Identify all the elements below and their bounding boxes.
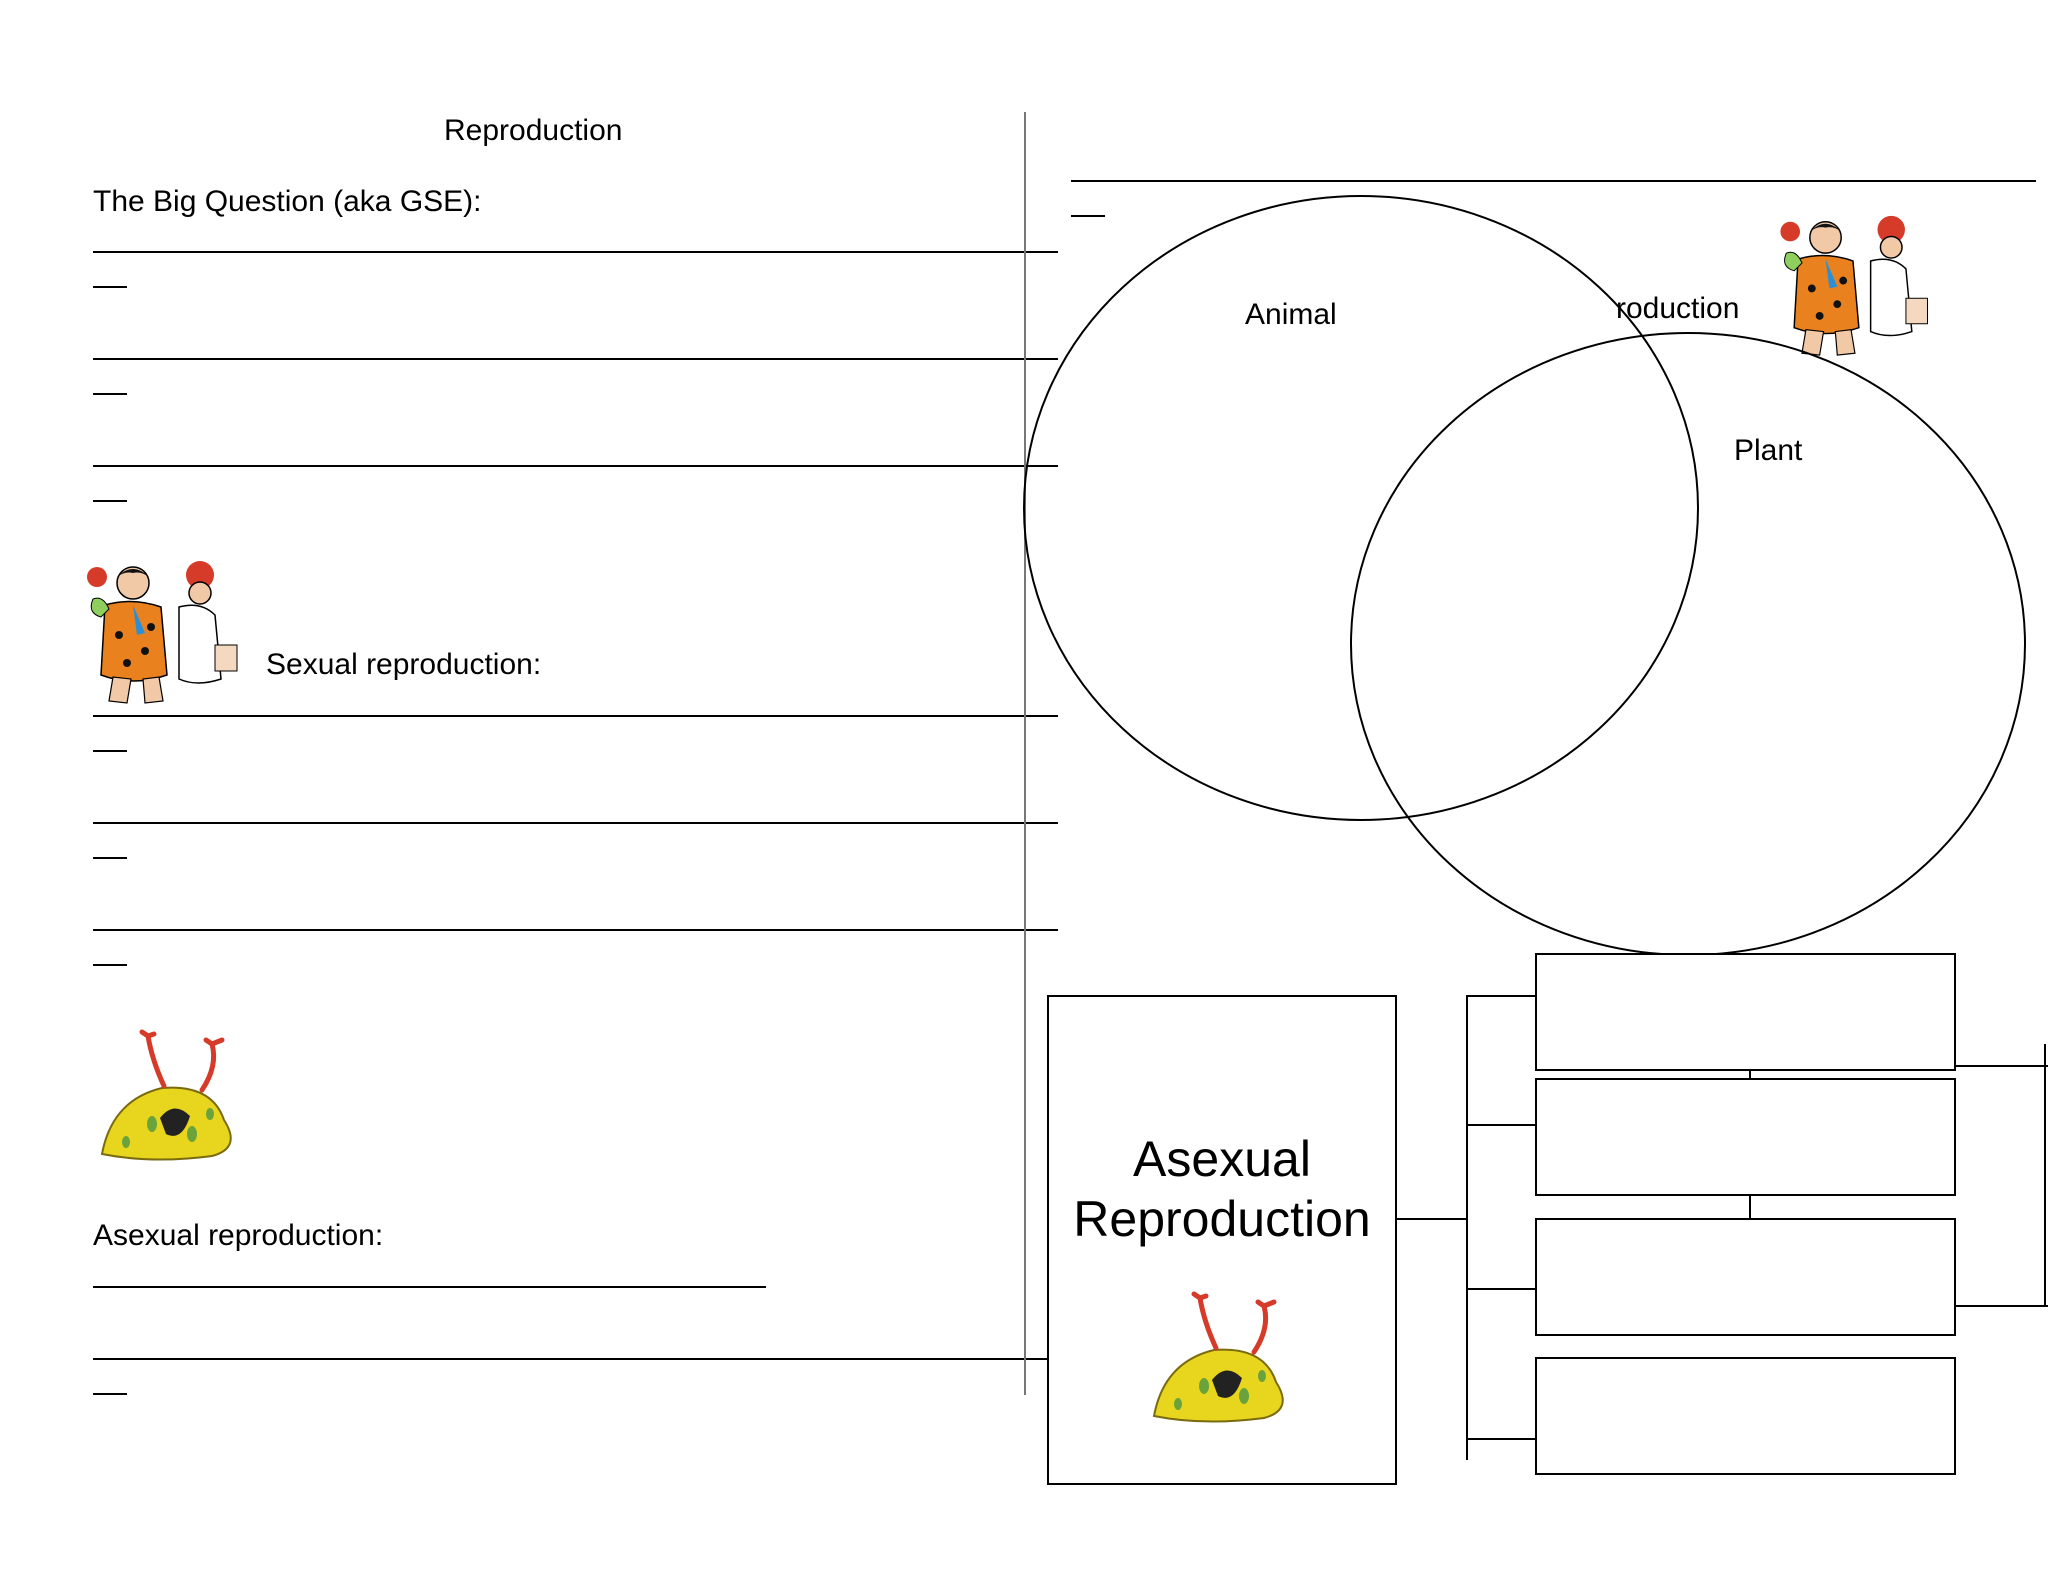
answer-line-end	[93, 857, 127, 859]
answer-line[interactable]	[93, 929, 1058, 931]
answer-line[interactable]	[1071, 180, 2036, 182]
answer-line-end	[93, 286, 127, 288]
asexual-box-title-line1: Asexual	[1133, 1131, 1311, 1187]
answer-line[interactable]	[93, 465, 1058, 467]
asexual-reproduction-label: Asexual reproduction:	[93, 1219, 384, 1252]
answer-line-end	[1071, 215, 1105, 217]
answer-line-end	[93, 750, 127, 752]
cartoon-creature-icon	[1144, 1291, 1304, 1427]
answer-line[interactable]	[93, 715, 1058, 717]
answer-line[interactable]	[93, 1358, 1058, 1360]
answer-line-end	[93, 500, 127, 502]
asexual-box-title: Asexual Reproduction	[1049, 1129, 1395, 1249]
cartoon-family-icon	[75, 555, 245, 710]
sexual-reproduction-label: Sexual reproduction:	[266, 648, 542, 681]
venn-label-animal: Animal	[1245, 298, 1337, 331]
asexual-reproduction-box: Asexual Reproduction	[1047, 995, 1397, 1485]
answer-line-end	[93, 1393, 127, 1395]
answer-line[interactable]	[93, 1286, 766, 1288]
cartoon-creature-icon	[92, 1029, 252, 1165]
asexual-box-title-line2: Reproduction	[1073, 1191, 1371, 1247]
venn-heading: roduction	[1616, 292, 1740, 325]
venn-circle-animal[interactable]	[1023, 195, 1699, 821]
answer-box[interactable]	[1535, 1218, 1956, 1336]
answer-line[interactable]	[93, 822, 1058, 824]
answer-box[interactable]	[1535, 1078, 1956, 1196]
page-title: Reproduction	[444, 114, 623, 147]
big-question-label: The Big Question (aka GSE):	[93, 185, 482, 218]
column-divider	[1024, 112, 1026, 1395]
venn-label-plant: Plant	[1734, 434, 1803, 467]
answer-line-end	[93, 393, 127, 395]
answer-box[interactable]	[1535, 953, 1956, 1071]
answer-line[interactable]	[93, 358, 1058, 360]
cartoon-family-icon	[1768, 210, 1936, 362]
venn-circle-plant[interactable]	[1350, 332, 2026, 956]
answer-line[interactable]	[93, 251, 1058, 253]
answer-line-end	[93, 964, 127, 966]
answer-box[interactable]	[1535, 1357, 1956, 1475]
